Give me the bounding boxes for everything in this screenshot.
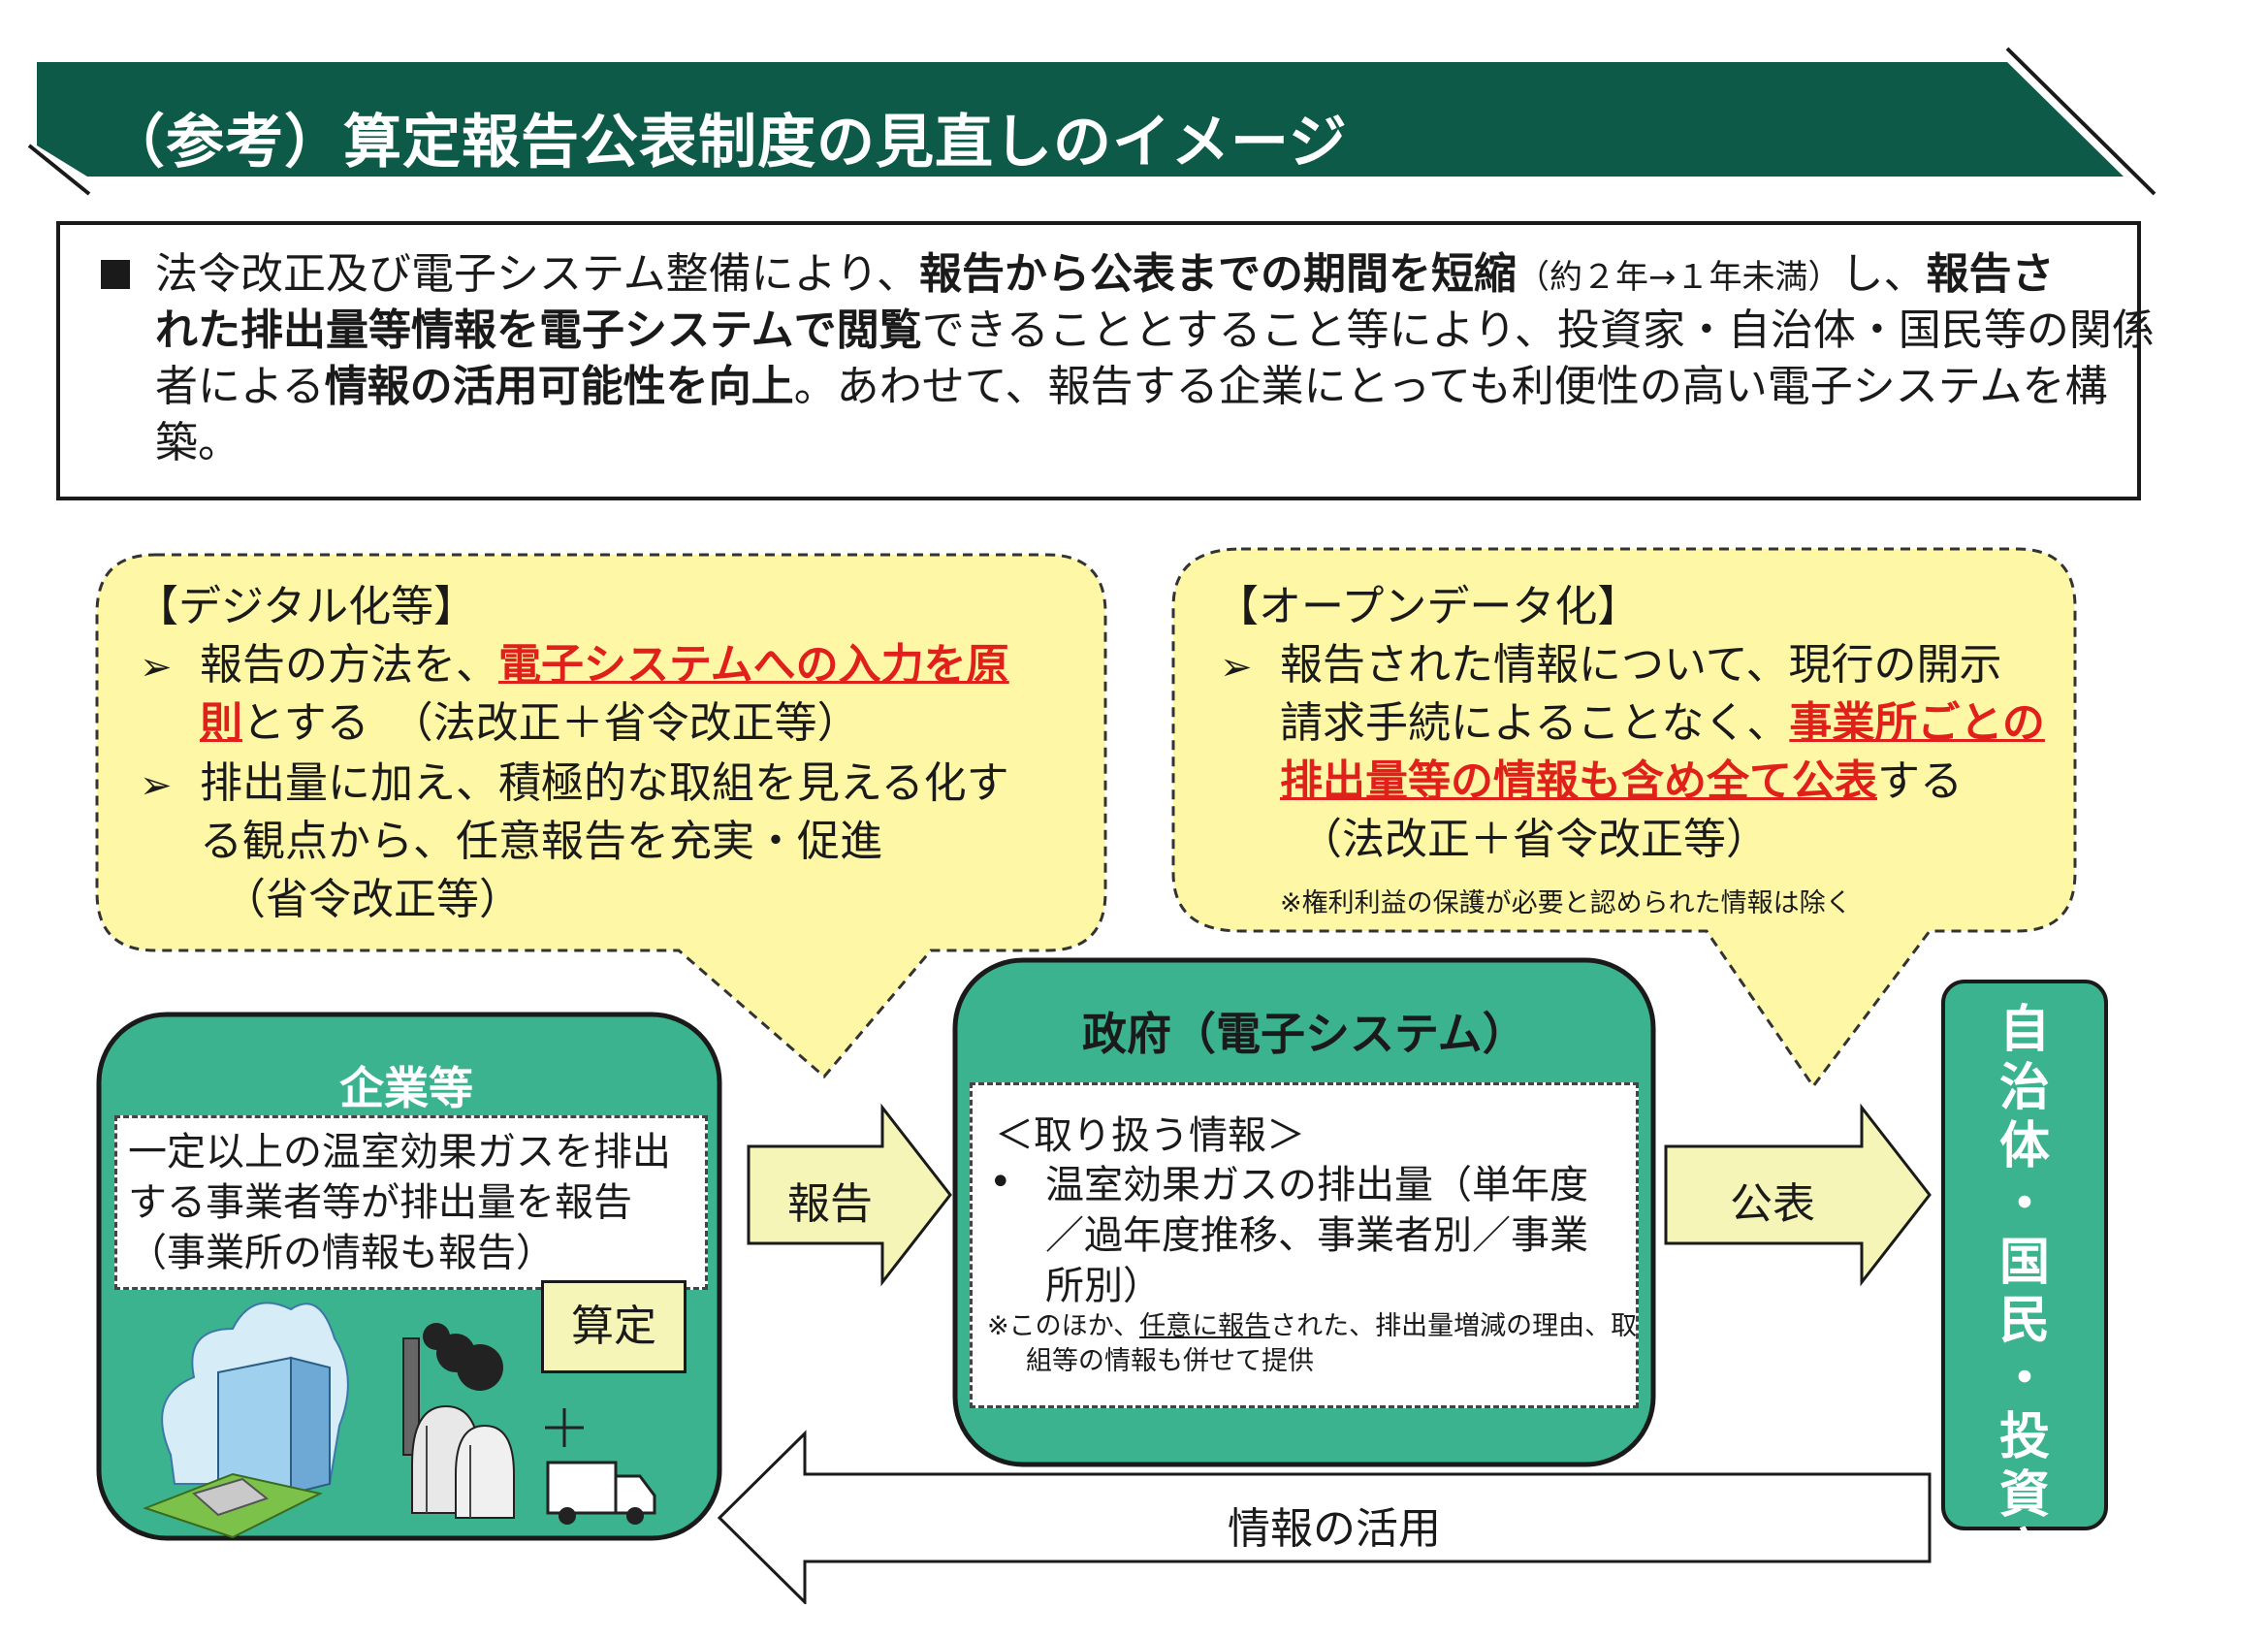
stakeholders-char: 家 — [1998, 1525, 2050, 1583]
stakeholders-label: 自 治 体 ・ 国 民 ・ 投 資 家 等 — [1996, 1001, 2054, 1641]
digital-callout: 【デジタル化等】 ➢ 報告の方法を、電子システムへの入力を原 則とする （法改正… — [136, 578, 1086, 927]
digital-text: 報告の方法を、 — [200, 640, 498, 690]
stakeholders-char: ・ — [1998, 1350, 2050, 1408]
publish-arrow — [1664, 1103, 1932, 1287]
digital-text: とする （法改正＋省令改正等） — [242, 698, 860, 748]
government-info-box — [970, 1082, 1639, 1408]
company-description-box — [114, 1115, 708, 1290]
opendata-callout-bubble — [1171, 547, 2077, 1089]
stakeholders-char: 国 — [1998, 1234, 2050, 1292]
stakeholders-char: ・ — [1998, 1175, 2050, 1234]
move-cross-icon — [545, 1408, 584, 1447]
summary-text-span: し、 — [1840, 249, 1927, 299]
stakeholders-char: 等 — [1998, 1583, 2050, 1641]
digital-highlight: 電子システムへの入力を原 — [498, 640, 1009, 690]
summary-text-span: 法令改正及び電子システム整備により、 — [155, 249, 920, 299]
summary-line-4: 築。 — [155, 418, 240, 467]
government-item-line: 温室効果ガスの排出量（単年度 — [1045, 1163, 1588, 1207]
office-building-icon — [143, 1302, 349, 1539]
digital-bullet-2-line-1: 排出量に加え、積極的な取組を見える化す — [200, 758, 1009, 808]
government-item-line: ／過年度推移、事業者別／事業 — [1045, 1213, 1588, 1258]
title-banner — [37, 62, 2124, 177]
government-note: ※このほか、任意に報告された、排出量増減の理由、取 組等の情報も併せて提供 — [987, 1309, 1637, 1379]
government-item-line: 所別） — [1045, 1264, 1162, 1308]
square-bullet-icon — [101, 260, 130, 289]
opendata-line-3: 排出量等の情報も含め全て公表する — [1280, 753, 1963, 811]
government-heading: 政府（電子システム） — [1082, 1008, 1527, 1060]
government-note-text: ※このほか、 — [987, 1311, 1140, 1341]
summary-emphasis: れた排出量等情報を電子システムで閲覧 — [155, 306, 922, 355]
company-heading: 企業等 — [339, 1062, 473, 1114]
summary-emphasis: 報告さ — [1926, 249, 2055, 299]
usage-arrow — [717, 1430, 1932, 1604]
digital-bullet-2-line-3: （省令改正等） — [223, 875, 522, 924]
government-note-text: された、排出量増減の理由、取 — [1270, 1311, 1638, 1341]
truck-icon — [546, 1461, 656, 1525]
opendata-note: ※権利利益の保護が必要と認められた情報は除く — [1280, 888, 1852, 918]
government-note-underline: 任意に報告 — [1139, 1311, 1271, 1341]
dot-bullet-icon: • — [989, 1160, 1012, 1205]
stakeholders-char: 投 — [1998, 1408, 2050, 1466]
summary-emphasis: 情報の活用可能性を向上 — [324, 362, 794, 411]
company-description: 一定以上の温室効果ガスを排出 する事業者等が排出量を報告 （事業所の情報も報告） — [128, 1127, 671, 1278]
report-arrow-label: 報告 — [787, 1179, 873, 1229]
summary-emphasis: 報告から公表までの期間を短縮 — [919, 249, 1517, 299]
government-item: 温室効果ガスの排出量（単年度 ／過年度推移、事業者別／事業 所別） — [1045, 1160, 1588, 1311]
title-banner-edge — [2005, 47, 2156, 196]
page-title: （参考）算定報告公表制度の見直しのイメージ — [107, 109, 1348, 177]
opendata-text: 請求手続によることなく、 — [1280, 698, 1790, 748]
government-note-line-1: ※このほか、任意に報告された、排出量増減の理由、取 — [987, 1309, 1637, 1344]
summary-line-3: 者による情報の活用可能性を向上。あわせて、報告する企業にとっても利便性の高い電子… — [155, 359, 2107, 415]
digital-bullet-1-line-1: 報告の方法を、電子システムへの入力を原 — [200, 636, 1009, 694]
publish-arrow-label: 公表 — [1730, 1179, 1815, 1229]
summary-period-note: （約２年→１年未満） — [1517, 258, 1841, 297]
digital-bullet-1-line-2: 則とする （法改正＋省令改正等） — [200, 694, 860, 753]
opendata-highlight: 排出量等の情報も含め全て公表 — [1280, 756, 1877, 806]
calc-label: 算定 — [541, 1280, 687, 1373]
digital-callout-bubble — [95, 553, 1107, 1079]
arrow-bullet-icon: ➢ — [140, 645, 173, 690]
company-description-line: 一定以上の温室効果ガスを排出 — [128, 1130, 671, 1174]
stakeholders-char: 民 — [1998, 1292, 2050, 1350]
report-arrow — [747, 1103, 952, 1287]
government-note-line-2: 組等の情報も併せて提供 — [1026, 1346, 1314, 1376]
stakeholders-char: 体 — [1998, 1117, 2050, 1175]
usage-arrow-label: 情報の活用 — [1228, 1504, 1441, 1554]
opendata-line-2: 請求手続によることなく、事業所ごとの — [1280, 694, 2045, 753]
stakeholders-char: 自 — [1998, 1001, 2050, 1059]
stakeholders-char: 資 — [1998, 1466, 2050, 1525]
digital-highlight: 則 — [200, 698, 242, 748]
summary-text-span: 者による — [155, 362, 325, 411]
arrow-bullet-icon: ➢ — [1220, 645, 1253, 690]
opendata-line-1: 報告された情報について、現行の開示 — [1280, 640, 2002, 690]
company-description-line: （事業所の情報も報告） — [128, 1231, 555, 1275]
digital-bullet-2-line-2: る観点から、任意報告を充実・促進 — [200, 817, 882, 866]
opendata-highlight: 事業所ごとの — [1789, 698, 2045, 748]
government-subheading: ＜取り扱う情報＞ — [995, 1113, 1305, 1158]
summary-line-2: れた排出量等情報を電子システムで閲覧できることとすること等により、投資家・自治体… — [155, 303, 2155, 359]
summary-text-span: できることとすること等により、投資家・自治体・国民等の関係 — [921, 306, 2155, 355]
title-banner-edge-left — [27, 144, 91, 196]
factory-icon — [402, 1323, 515, 1519]
stakeholders-box — [1941, 980, 2108, 1530]
arrow-bullet-icon: ➢ — [140, 763, 173, 808]
opendata-heading: 【オープンデータ化】 — [1216, 582, 1641, 631]
opendata-callout: 【オープンデータ化】 ➢ 報告された情報について、現行の開示 請求手続によること… — [1216, 578, 2069, 927]
summary-box — [56, 221, 2141, 500]
digital-heading: 【デジタル化等】 — [136, 582, 477, 631]
summary-line-1: 法令改正及び電子システム整備により、報告から公表までの期間を短縮（約２年→１年未… — [155, 246, 2055, 306]
summary-text-span: 。あわせて、報告する企業にとっても利便性の高い電子システムを構 — [793, 362, 2108, 411]
stakeholders-char: 治 — [1998, 1059, 2050, 1117]
company-description-line: する事業者等が排出量を報告 — [128, 1180, 632, 1225]
opendata-line-4: （法改正＋省令改正等） — [1299, 815, 1769, 864]
opendata-text: する — [1877, 756, 1963, 806]
